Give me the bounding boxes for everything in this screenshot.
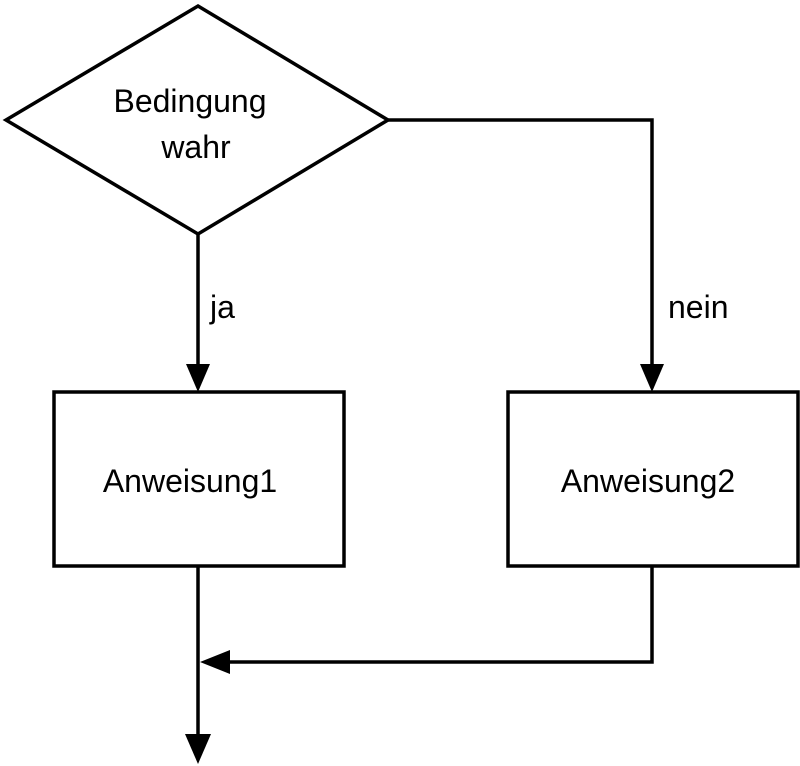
decision-label-line1: Bedingung <box>113 83 266 119</box>
edge-merge <box>228 566 654 664</box>
arrowhead-exit <box>185 734 211 764</box>
arrowhead-merge <box>200 650 230 674</box>
decision-label-line2: wahr <box>160 129 231 165</box>
arrowhead-no <box>640 364 664 392</box>
edge-no <box>388 118 654 368</box>
statement1-label: Anweisung1 <box>103 463 277 499</box>
decision-diamond <box>2 3 392 237</box>
statement2-box <box>506 390 800 568</box>
branch-label-yes: ja <box>209 289 235 325</box>
statement2-label: Anweisung2 <box>561 463 735 499</box>
arrowhead-yes <box>186 364 210 392</box>
branch-label-no: nein <box>668 289 729 325</box>
